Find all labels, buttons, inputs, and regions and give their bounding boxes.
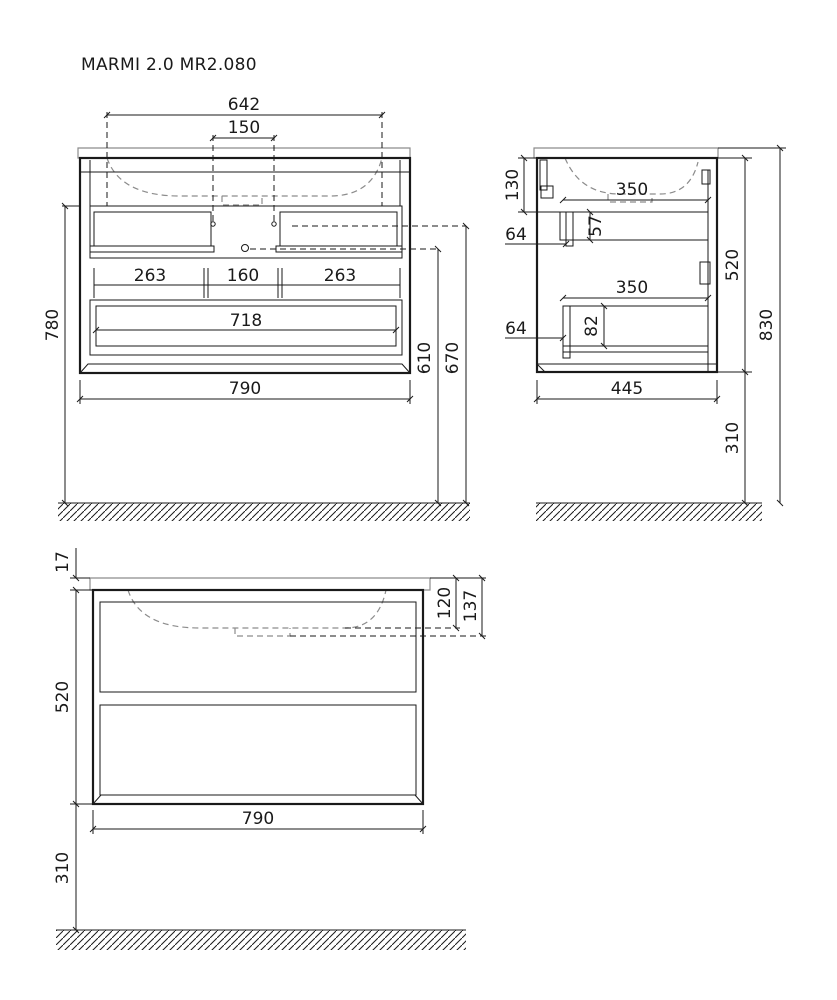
front-floor-hatch bbox=[58, 503, 470, 521]
dim-bottom-floor-clearance: 310 bbox=[53, 852, 73, 884]
bottom-view: 17 520 310 790 120 137 bbox=[53, 548, 486, 950]
dim-drain-610: 610 bbox=[415, 342, 435, 374]
drawing-title: MARMI 2.0 MR2.080 bbox=[81, 55, 257, 75]
side-basin-outline bbox=[564, 157, 699, 195]
bottom-floor-hatch bbox=[56, 930, 466, 950]
front-basin-outline bbox=[106, 157, 383, 197]
dim-bottom-width: 790 bbox=[242, 809, 274, 829]
dim-bottom-basin-120: 120 bbox=[435, 587, 455, 619]
tap-hole-right bbox=[271, 221, 277, 227]
dim-total-height: 780 bbox=[43, 309, 63, 341]
dim-bottom-cabinet-height: 520 bbox=[53, 681, 73, 713]
drain-hole bbox=[241, 244, 249, 252]
side-view: 350 350 130 64 57 64 82 445 520 310 bbox=[503, 144, 786, 521]
dim-tap-spacing: 150 bbox=[228, 118, 260, 138]
dim-side-upper-inset: 64 bbox=[505, 225, 527, 245]
dim-side-lower-inset: 64 bbox=[505, 319, 527, 339]
dim-side-lower-height: 82 bbox=[582, 315, 602, 337]
dim-bottom-top-thickness: 17 bbox=[53, 551, 73, 573]
dim-center-gap: 160 bbox=[227, 266, 259, 286]
dim-side-upper-depth: 350 bbox=[616, 180, 648, 200]
bottom-countertop bbox=[89, 577, 431, 591]
dim-right-gap: 263 bbox=[324, 266, 356, 286]
dim-side-upper-height: 57 bbox=[586, 215, 606, 237]
side-countertop bbox=[533, 147, 719, 159]
side-floor-hatch bbox=[536, 503, 762, 521]
side-cabinet-body bbox=[535, 156, 719, 374]
bottom-basin-outline bbox=[127, 589, 387, 629]
dim-side-cabinet-height: 520 bbox=[723, 249, 743, 281]
front-upper-drawer bbox=[89, 205, 403, 259]
front-view: 642 150 263 160 263 718 790 780 6 bbox=[43, 95, 470, 521]
dim-inner-width: 718 bbox=[230, 311, 262, 331]
front-drain-outline bbox=[221, 196, 263, 206]
dim-side-overall-height: 830 bbox=[757, 309, 777, 341]
tap-hole-left bbox=[210, 221, 216, 227]
dim-side-floor-clearance: 310 bbox=[723, 422, 743, 454]
dim-side-top-offset: 130 bbox=[503, 169, 523, 201]
dim-drain-670: 670 bbox=[443, 342, 463, 374]
dim-total-width: 790 bbox=[229, 379, 261, 399]
dim-side-depth: 445 bbox=[611, 379, 643, 399]
bottom-cabinet-body bbox=[91, 588, 425, 806]
dim-left-gap: 263 bbox=[134, 266, 166, 286]
side-upper-drawer bbox=[559, 211, 709, 241]
front-countertop bbox=[77, 147, 411, 159]
dim-bottom-basin-137: 137 bbox=[461, 590, 481, 622]
dim-basin-width: 642 bbox=[228, 95, 260, 115]
dim-side-lower-depth: 350 bbox=[616, 278, 648, 298]
